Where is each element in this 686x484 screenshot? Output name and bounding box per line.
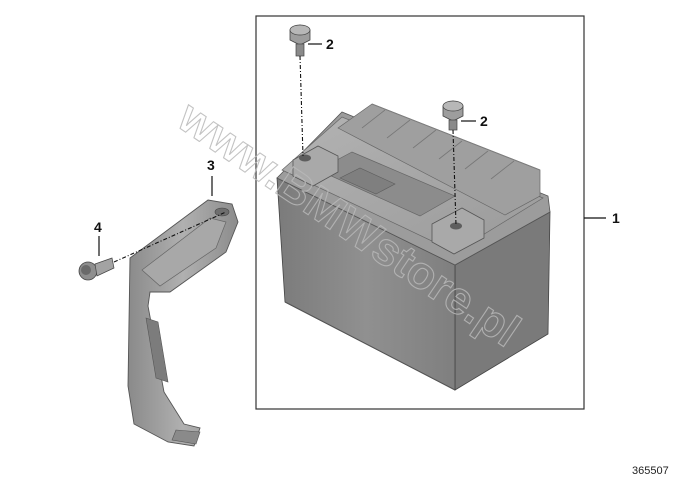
screw-right-part bbox=[442, 100, 464, 131]
diagram-number: 365507 bbox=[632, 465, 669, 477]
callout-screw-right: 2 bbox=[480, 113, 488, 129]
assembly-frame bbox=[255, 15, 585, 410]
screw-left-part bbox=[289, 24, 311, 57]
callout-battery: 1 bbox=[612, 210, 620, 226]
bracket-part bbox=[127, 199, 239, 447]
callout-screw-left: 2 bbox=[326, 36, 334, 52]
callout-bolt: 4 bbox=[94, 219, 102, 235]
bolt-part bbox=[78, 257, 115, 281]
assembly-line-screw-right bbox=[452, 129, 457, 226]
battery-part bbox=[276, 103, 551, 391]
callout-bracket: 3 bbox=[207, 157, 215, 173]
assembly-line-screw-left bbox=[299, 55, 304, 157]
assembly-line-bolt bbox=[113, 211, 227, 263]
